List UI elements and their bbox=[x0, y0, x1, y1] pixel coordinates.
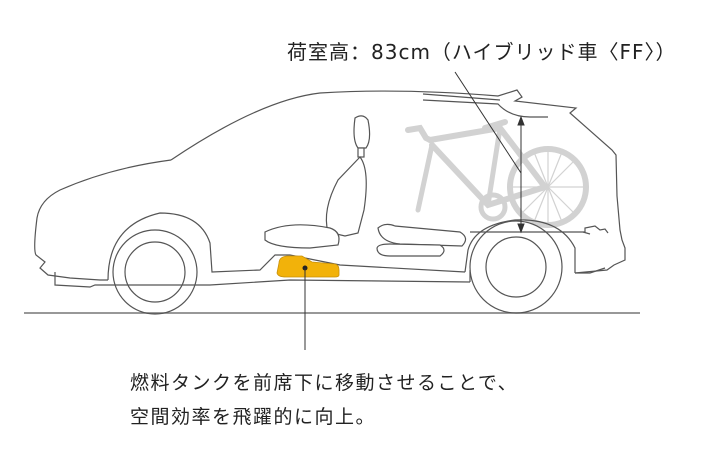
rear-wheel-icon bbox=[469, 220, 563, 314]
fuel-tank-caption: 燃料タンクを前席下に移動させることで、 空間効率を飛躍的に向上。 bbox=[130, 366, 518, 434]
car-outline bbox=[34, 89, 626, 288]
caption-line-1: 燃料タンクを前席下に移動させることで、 bbox=[130, 372, 519, 394]
cargo-height-dimension bbox=[454, 71, 525, 234]
cargo-height-label: 荷室高：83cm（ハイブリッド車〈FF〉） bbox=[287, 40, 677, 64]
caption-line-2: 空間効率を飛躍的に向上。 bbox=[130, 406, 377, 428]
fuel-tank-icon bbox=[276, 255, 340, 350]
front-seat-icon bbox=[264, 115, 467, 257]
bicycle-icon bbox=[405, 119, 589, 228]
front-wheel-icon bbox=[112, 229, 198, 315]
